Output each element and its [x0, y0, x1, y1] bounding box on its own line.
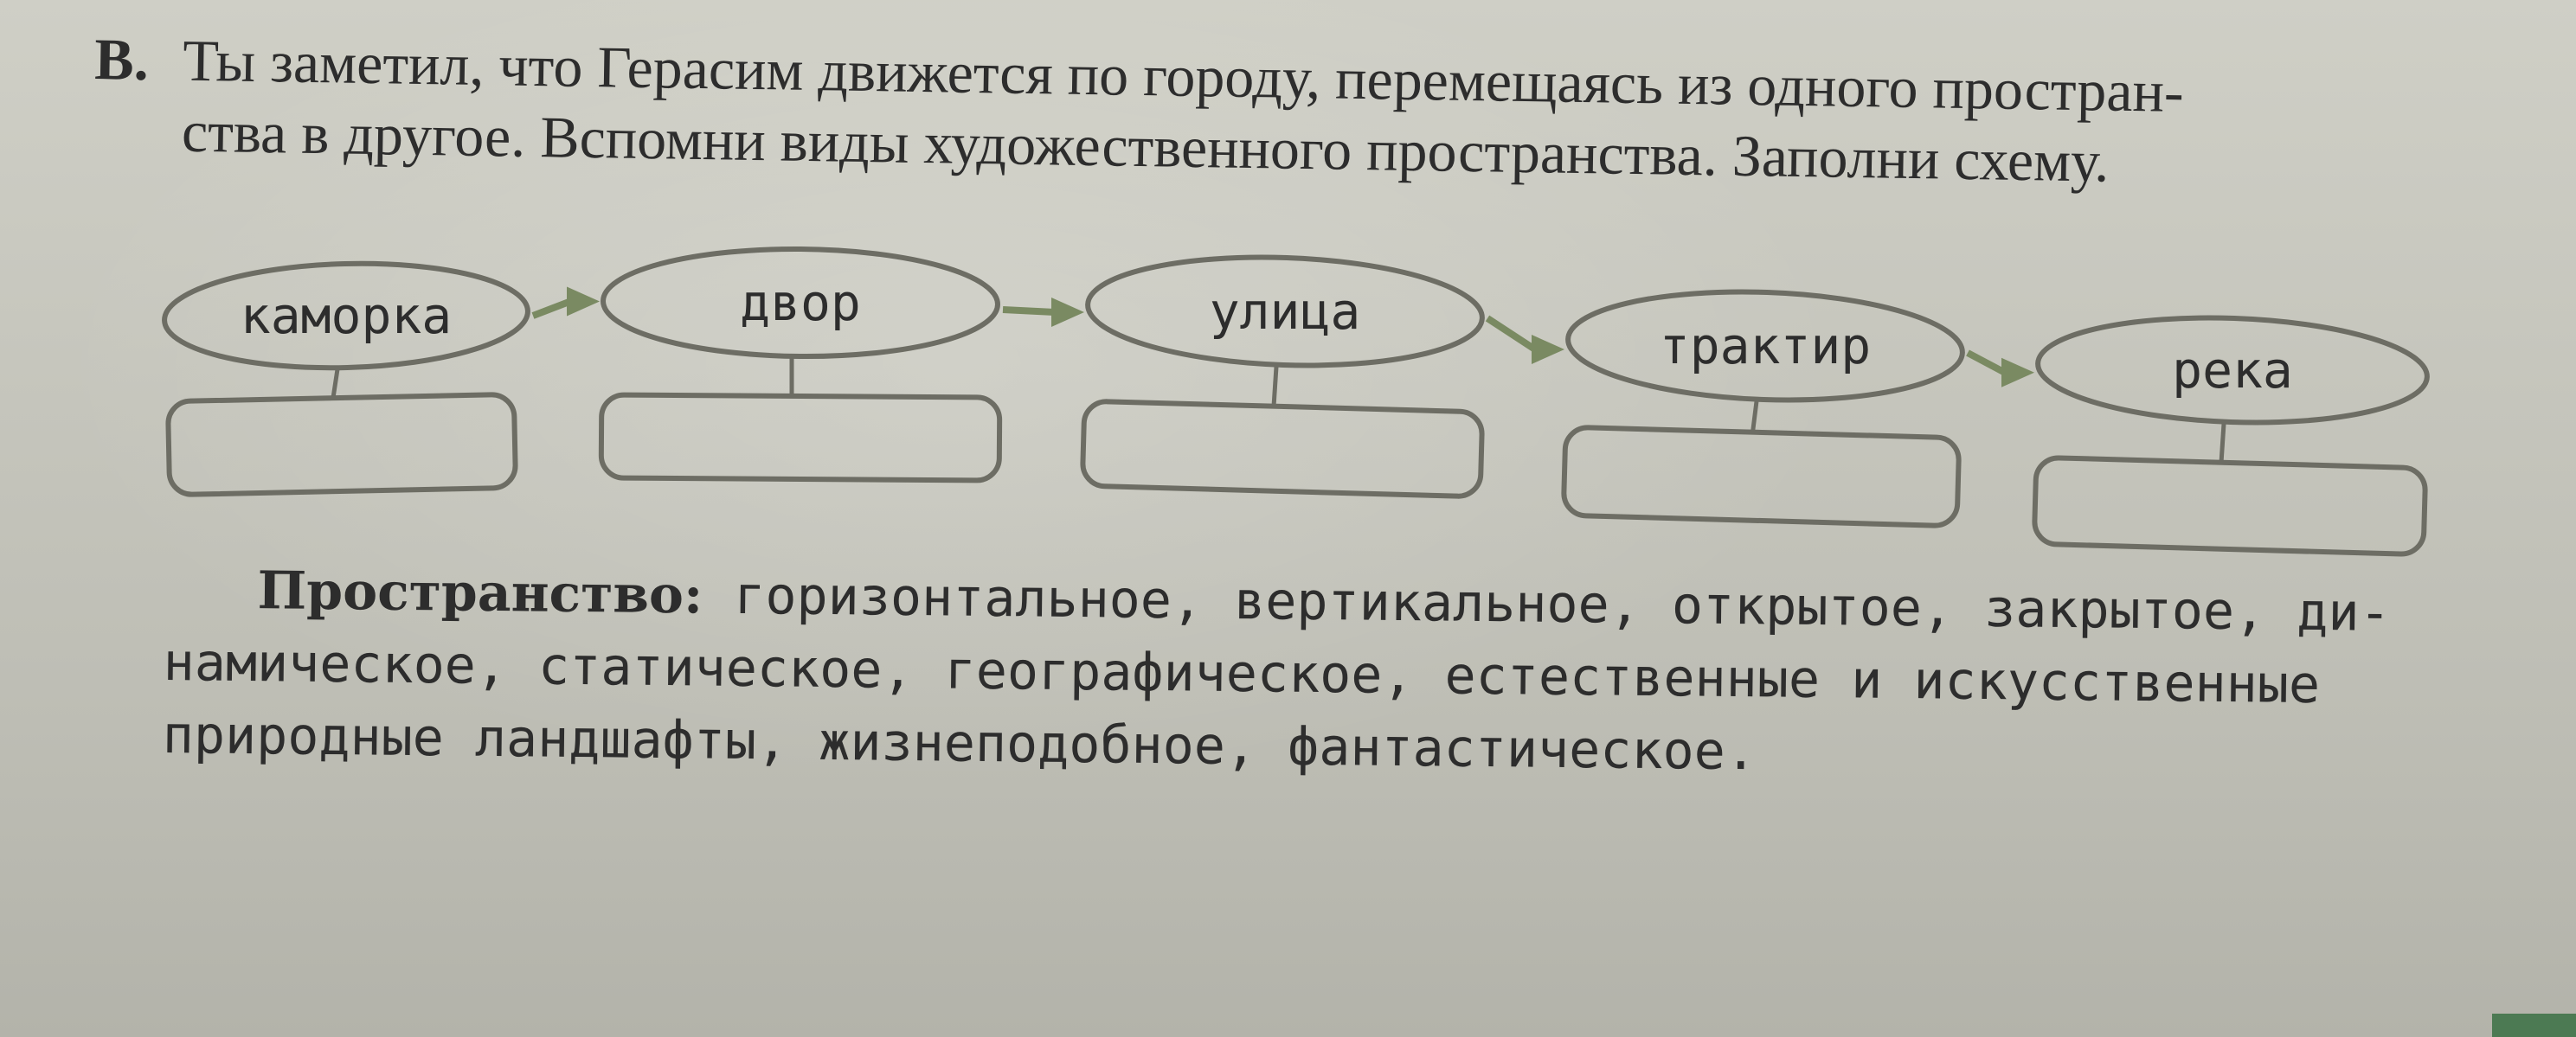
scheme-arrow-shaft	[1002, 306, 1056, 316]
scheme-node: трактир	[1561, 289, 1965, 528]
scheme-node-label: двор	[740, 273, 861, 332]
scheme-arrow-shaft	[1485, 315, 1538, 353]
arrow-head-icon	[1532, 335, 1564, 364]
scheme-arrow	[1485, 315, 1564, 364]
scheme-answer-box[interactable]	[1561, 425, 1962, 528]
scheme-answer-box[interactable]	[165, 392, 518, 497]
scheme-node: двор	[598, 246, 1003, 483]
scheme-node-oval	[1085, 254, 1485, 368]
scheme-connector	[2219, 423, 2226, 464]
arrow-head-icon	[1051, 298, 1084, 327]
scheme-node: каморка	[162, 260, 530, 497]
scheme-arrow	[1002, 298, 1084, 327]
scheme-answer-box[interactable]	[598, 392, 1003, 483]
scheme-node-label: река	[2172, 341, 2293, 400]
arrow-head-icon	[567, 286, 600, 317]
page-corner-accent	[2492, 1014, 2576, 1037]
arrow-head-icon	[2001, 357, 2034, 387]
scheme-node-oval	[601, 246, 1000, 360]
scheme-arrow	[531, 286, 600, 319]
scheme-node-label: трактир	[1660, 317, 1871, 375]
scheme-arrow	[1966, 349, 2034, 387]
word-bank-heading: Пространство:	[257, 560, 703, 626]
word-bank-line-3: природные ландшафты, жизнеподобное, фант…	[162, 704, 1757, 783]
scheme-node: улица	[1080, 254, 1485, 499]
scheme-connector	[1751, 400, 1759, 433]
scheme-node-label: каморка	[241, 286, 452, 345]
scheme-answer-box[interactable]	[2032, 455, 2428, 557]
scheme-node-oval	[162, 260, 530, 371]
scheme-arrow-shaft	[1966, 349, 2007, 376]
scheme-node-oval	[1565, 289, 1965, 403]
scheme-node: река	[2032, 315, 2430, 557]
scheme-node-label: улица	[1210, 282, 1361, 341]
word-bank-line-1-text: горизонтальное, вертикальное, открытое, …	[702, 565, 2392, 643]
scheme-connector	[1271, 366, 1279, 407]
scheme-arrow-shaft	[531, 298, 572, 319]
scheme-connector	[331, 368, 340, 399]
scheme-node-oval	[2035, 315, 2430, 426]
space-scheme: каморка двор улица трактир река	[162, 246, 2430, 557]
scheme-answer-box[interactable]	[1080, 399, 1485, 499]
